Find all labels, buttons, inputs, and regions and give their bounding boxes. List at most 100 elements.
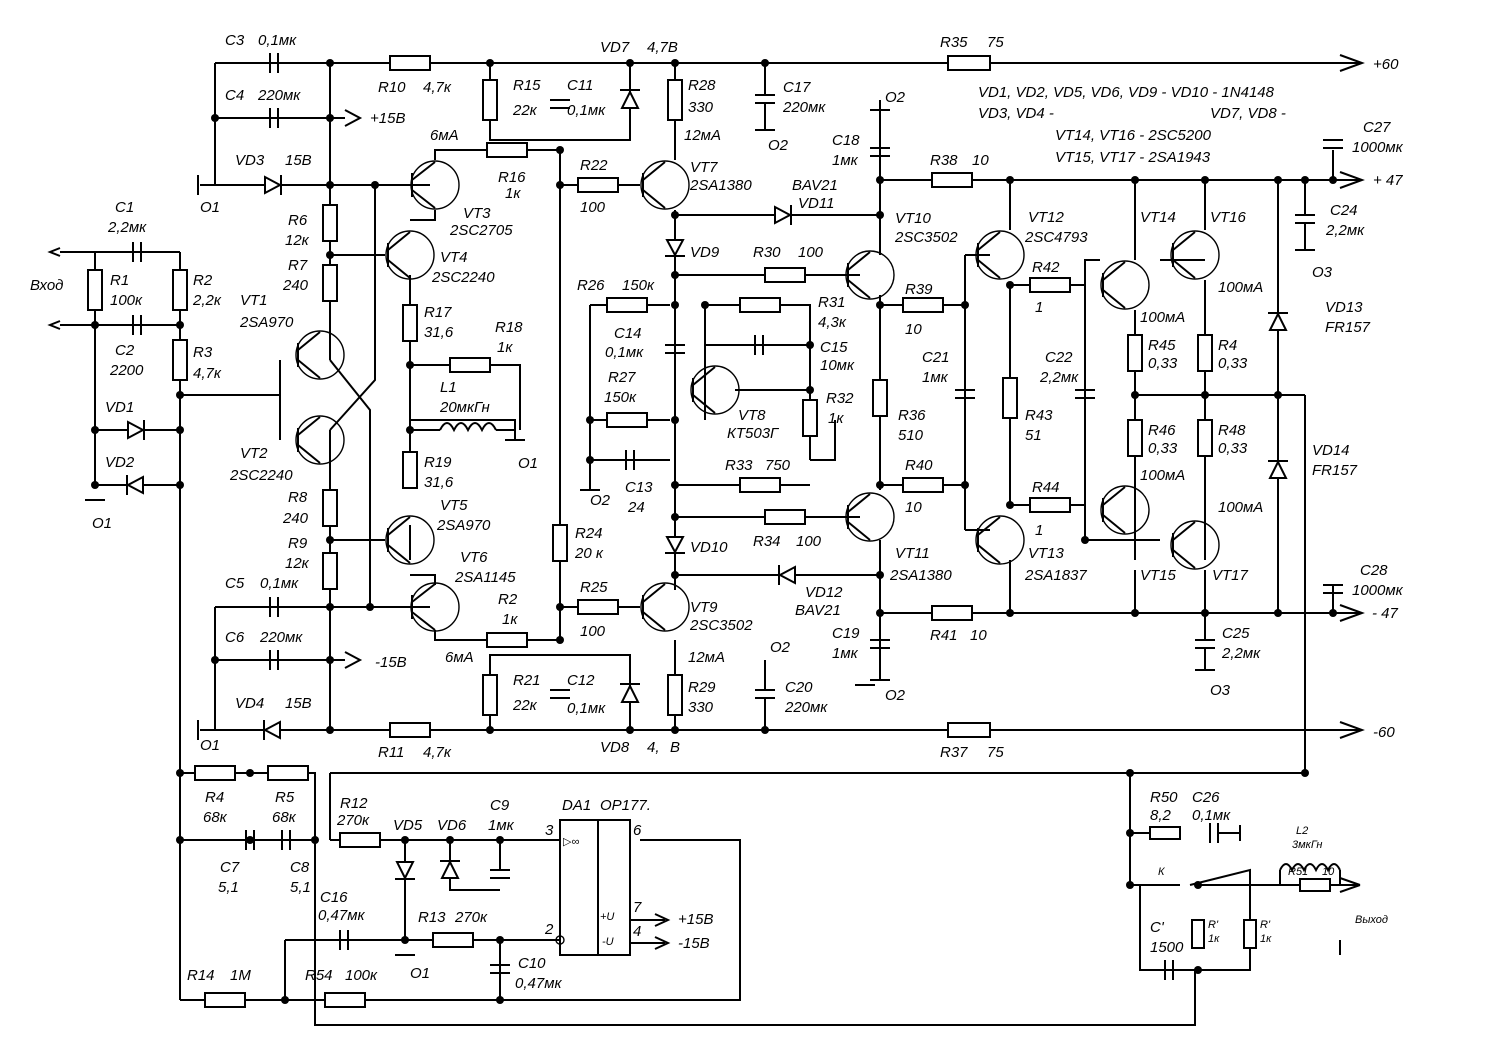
capacitor-c27	[1323, 139, 1343, 149]
capacitor-c2	[132, 315, 142, 335]
capacitor-c17	[755, 63, 775, 130]
label-r41v: 10	[970, 627, 987, 644]
label-vt3t: 2SC2705	[449, 222, 513, 239]
resistor-r21	[482, 674, 498, 716]
label-r37v: 75	[987, 744, 1004, 761]
label-r35v: 75	[987, 34, 1004, 51]
label-vt4t: 2SC2240	[431, 269, 495, 286]
label-vt9: VT9	[690, 599, 718, 616]
label-l1: L1	[440, 379, 457, 396]
capacitor-c10	[490, 964, 510, 974]
label-r46v: 0,33	[1148, 440, 1178, 457]
capacitor-c5	[269, 597, 279, 617]
label-c28: C28	[1360, 562, 1388, 579]
label-vd4v: 15В	[285, 695, 312, 712]
label-ma6b: 6мА	[445, 649, 474, 666]
label-r48v: 0,33	[1218, 440, 1248, 457]
resistor-r2b	[486, 632, 528, 648]
resistor-r16	[486, 142, 528, 158]
label-vd13t: FR157	[1325, 319, 1371, 336]
label-r34: R34	[753, 533, 781, 550]
label-o1a: O1	[200, 199, 220, 216]
resistor-r38	[931, 172, 973, 188]
label-r27: R27	[608, 369, 636, 386]
label-c6: C6	[225, 629, 245, 646]
label-o2c: O2	[590, 492, 611, 509]
resistor-r32	[802, 399, 818, 437]
label-r40v: 10	[905, 499, 922, 516]
label-r3v: 4,7к	[193, 365, 222, 382]
diodes	[125, 89, 1288, 881]
resistor-r29	[667, 674, 683, 716]
resistor-rp1	[1191, 919, 1205, 949]
inductor-l2	[1279, 863, 1341, 885]
resistor-r7	[322, 264, 338, 302]
label-c25: C25	[1222, 625, 1250, 642]
label-c25v: 2,2мк	[1221, 645, 1261, 662]
label-r10: R10	[378, 79, 406, 96]
label-c7: C7	[220, 859, 240, 876]
label-r2: R2	[193, 272, 213, 289]
resistor-r27	[606, 412, 648, 428]
legend-line4: VT14, VT16 - 2SC5200	[1055, 127, 1212, 144]
label-r19: R19	[424, 454, 452, 471]
resistor-r39	[902, 297, 944, 313]
capacitor-c24	[1295, 180, 1315, 250]
label-r25: R25	[580, 579, 608, 596]
capacitor-c25	[1195, 613, 1215, 670]
resistor-r2	[172, 269, 188, 311]
label-r10v: 4,7к	[423, 79, 452, 96]
capacitor-c16	[339, 930, 349, 950]
label-bav21b: BAV21	[795, 602, 841, 619]
label-r42: R42	[1032, 259, 1060, 276]
label-c21v: 1мк	[922, 369, 949, 386]
capacitor-c4	[269, 108, 279, 128]
label-vd4: VD4	[235, 695, 264, 712]
label-r15v: 22к	[512, 102, 538, 119]
resistor-r43	[1002, 377, 1018, 419]
transistor-vt10	[845, 250, 895, 300]
resistor-r30	[764, 267, 806, 283]
label-r42v: 1	[1035, 299, 1043, 316]
label-r13v: 270к	[454, 909, 488, 926]
label-r18: R18	[495, 319, 523, 336]
resistor-r45	[1127, 334, 1143, 372]
label-r34v: 100	[796, 533, 822, 550]
capacitor-c20	[755, 660, 775, 730]
label-vd3: VD3	[235, 152, 265, 169]
label-r12v: 270к	[336, 812, 370, 829]
resistor-r5	[267, 765, 309, 781]
label-c13: C13	[625, 479, 653, 496]
label-da1: DA1	[562, 797, 591, 814]
resistor-r12	[339, 832, 381, 848]
label-r14v: 1М	[230, 967, 251, 984]
label-o2d: O2	[770, 639, 791, 656]
label-vd14: VD14	[1312, 442, 1350, 459]
diode-vd5	[395, 861, 415, 881]
label-c11: C11	[567, 77, 593, 94]
label-c14: C14	[614, 325, 642, 342]
label-vt6t: 2SA1145	[454, 569, 516, 586]
label-l2: L2	[1296, 825, 1308, 837]
resistors	[87, 55, 1331, 1008]
label-vd8v: 4,	[647, 739, 660, 756]
label-c3v: 0,1мк	[258, 32, 297, 49]
label-c11v: 0,1мк	[567, 102, 606, 119]
label-c17: C17	[783, 79, 811, 96]
label-r29v: 330	[688, 699, 714, 716]
diode-vd8	[620, 683, 640, 703]
label-r36v: 510	[898, 427, 924, 444]
capacitor-c1	[132, 242, 142, 262]
label-r29: R29	[688, 679, 716, 696]
label-pin4: 4	[633, 923, 641, 940]
label-c7v: 5,1	[218, 879, 239, 896]
label-c21: C21	[922, 349, 950, 366]
label-r28v: 330	[688, 99, 714, 116]
diode-vd9	[665, 239, 685, 258]
label-r16v: 1к	[505, 185, 521, 202]
label-r48: R48	[1218, 422, 1246, 439]
capacitor-c18	[870, 147, 890, 157]
label-c8: C8	[290, 859, 310, 876]
resistor-r35	[947, 55, 991, 71]
label-r7: R7	[288, 257, 308, 274]
